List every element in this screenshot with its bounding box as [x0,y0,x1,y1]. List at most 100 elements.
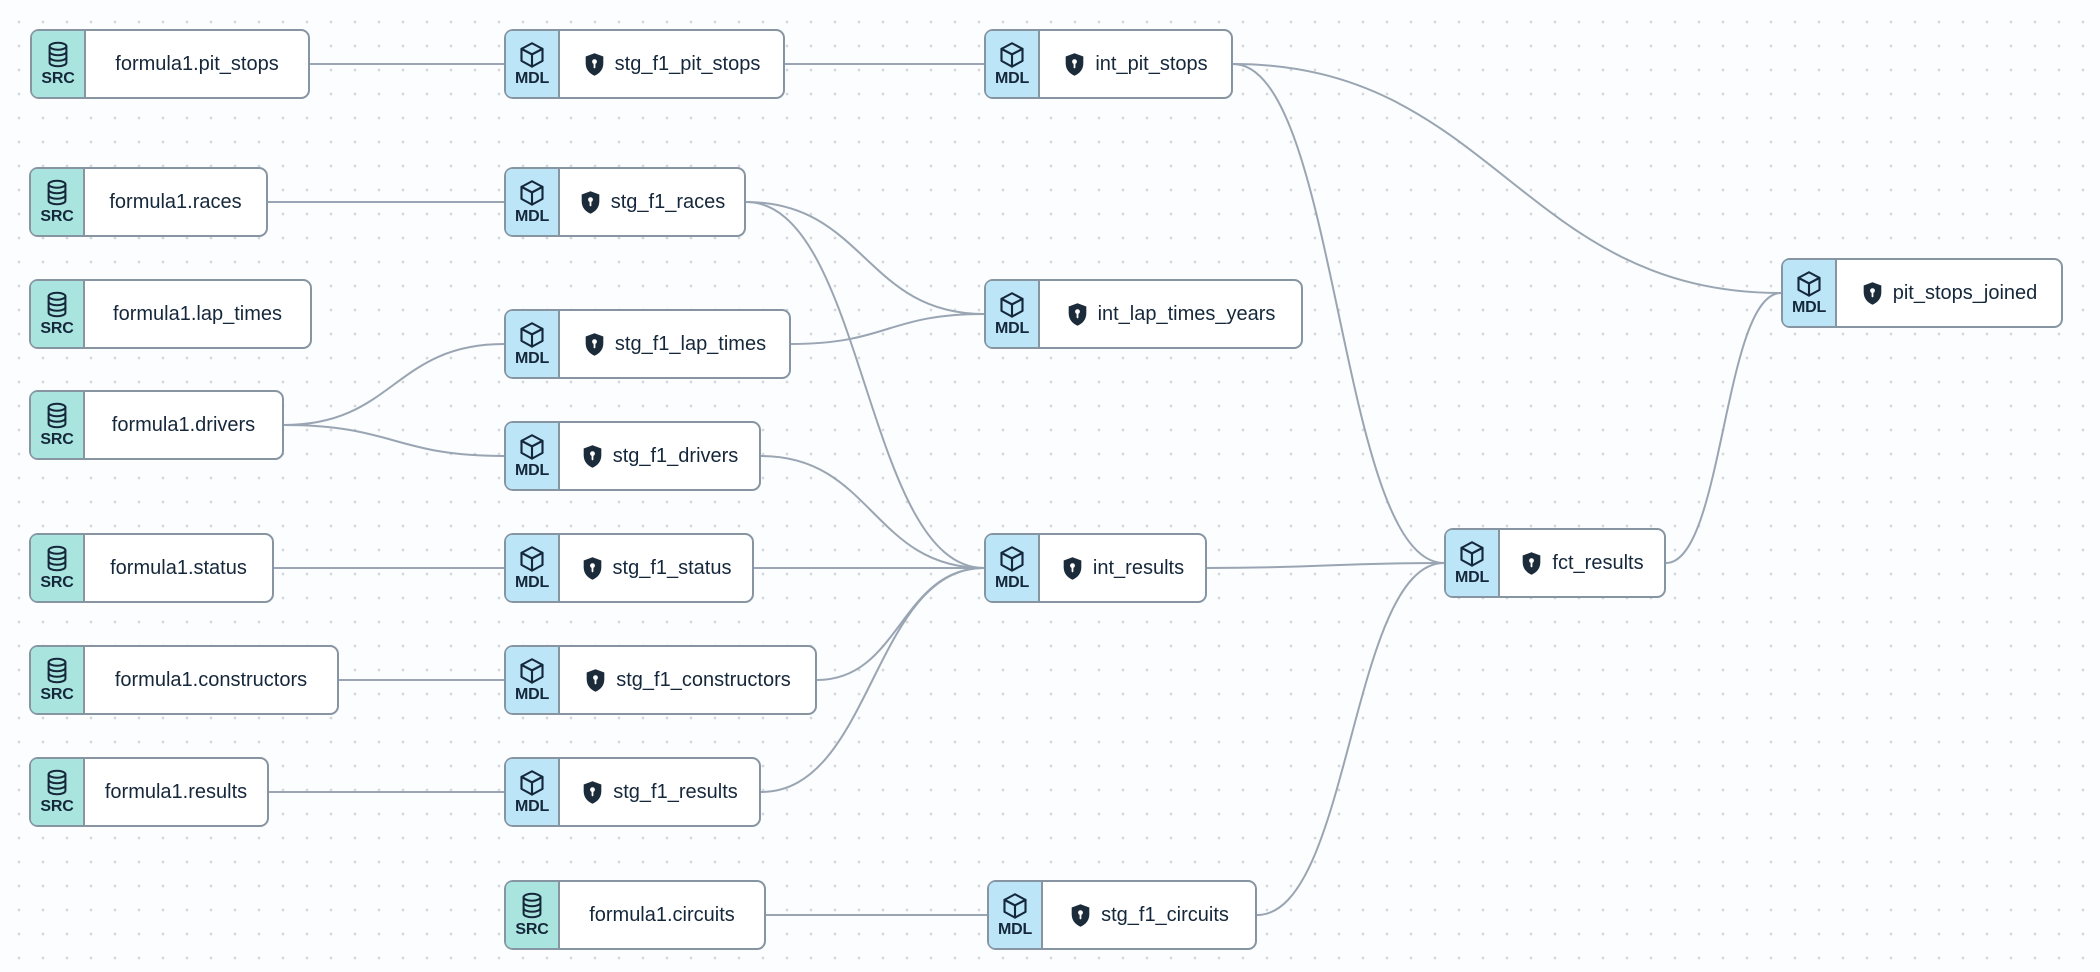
node-content: formula1.results [85,759,267,825]
node-label: formula1.constructors [114,668,308,691]
node-label: formula1.lap_times [113,302,282,325]
shield-lock-icon [581,556,604,581]
database-icon [43,768,71,798]
package-icon [517,656,547,686]
model-type-cell: MDL [1446,530,1500,596]
node-int_lap_times_years[interactable]: MDL int_lap_times_years [984,279,1303,349]
node-label: formula1.drivers [111,413,256,436]
package-icon [997,290,1027,320]
source-type-cell: SRC [31,759,85,825]
model-type-cell: MDL [506,311,560,377]
database-icon [43,290,71,320]
source-type-cell: SRC [31,281,85,347]
package-icon [997,544,1027,574]
node-label: formula1.status [110,556,247,579]
node-type-badge: MDL [514,797,550,815]
package-icon [517,432,547,462]
node-stg_f1_constructors[interactable]: MDL stg_f1_constructors [504,645,817,715]
node-content: stg_f1_circuits [1043,882,1255,948]
node-label: int_results [1092,556,1185,579]
node-int_results[interactable]: MDL int_results [984,533,1207,603]
node-formula1.races[interactable]: SRC formula1.races [29,167,268,237]
node-pit_stops_joined[interactable]: MDL pit_stops_joined [1781,258,2063,328]
node-formula1.lap_times[interactable]: SRC formula1.lap_times [29,279,312,349]
source-type-cell: SRC [506,882,560,948]
node-type-badge: MDL [514,207,550,225]
database-icon [43,401,71,431]
node-type-badge: MDL [1454,568,1490,586]
node-type-badge: SRC [40,430,74,448]
edge-int_results-to-fct_results [1206,562,1445,569]
edge-fct_results-to-pit_stops_joined [1665,292,1782,564]
node-type-badge: SRC [515,920,549,938]
shield-lock-icon [581,780,604,805]
node-content: stg_f1_status [560,535,752,601]
model-type-cell: MDL [986,535,1040,601]
node-content: int_lap_times_years [1040,281,1301,347]
model-type-cell: MDL [506,647,560,713]
node-type-badge: MDL [514,349,550,367]
node-content: stg_f1_lap_times [560,311,789,377]
node-formula1.constructors[interactable]: SRC formula1.constructors [29,645,339,715]
source-type-cell: SRC [31,647,85,713]
source-type-cell: SRC [31,535,85,601]
shield-lock-icon [1061,556,1084,581]
node-fct_results[interactable]: MDL fct_results [1444,528,1666,598]
edge-stg_races-to-int_lap_times_years [745,201,985,315]
shield-lock-icon [583,332,606,357]
node-label: stg_f1_constructors [616,668,791,691]
node-formula1.status[interactable]: SRC formula1.status [29,533,274,603]
database-icon [43,178,71,208]
node-content: stg_f1_drivers [560,423,759,489]
shield-lock-icon [581,444,604,469]
node-formula1.circuits[interactable]: SRC formula1.circuits [504,880,766,950]
node-content: pit_stops_joined [1837,260,2061,326]
node-label: stg_f1_status [612,556,732,579]
node-type-badge: SRC [40,207,74,225]
node-content: formula1.races [85,169,266,235]
node-label: int_pit_stops [1095,52,1208,75]
node-content: fct_results [1500,530,1664,596]
model-type-cell: MDL [506,759,560,825]
node-type-badge: SRC [40,573,74,591]
node-formula1.drivers[interactable]: SRC formula1.drivers [29,390,284,460]
node-label: stg_f1_pit_stops [614,52,761,75]
node-label: stg_f1_drivers [612,444,739,467]
node-label: formula1.results [104,780,248,803]
node-type-badge: MDL [994,69,1030,87]
model-type-cell: MDL [506,169,560,235]
node-stg_f1_lap_times[interactable]: MDL stg_f1_lap_times [504,309,791,379]
shield-lock-icon [1861,281,1884,306]
node-label: formula1.circuits [589,903,735,926]
package-icon [1794,269,1824,299]
edge-src_drivers-to-stg_drivers [283,424,505,457]
node-content: formula1.constructors [85,647,337,713]
node-int_pit_stops[interactable]: MDL int_pit_stops [984,29,1233,99]
node-content: int_results [1040,535,1205,601]
shield-lock-icon [1520,551,1543,576]
node-stg_f1_races[interactable]: MDL stg_f1_races [504,167,746,237]
node-content: stg_f1_races [560,169,744,235]
package-icon [517,320,547,350]
database-icon [43,544,71,574]
node-type-badge: MDL [994,319,1030,337]
edge-int_pit_stops-to-pit_stops_joined [1232,63,1782,294]
node-label: int_lap_times_years [1097,302,1276,325]
package-icon [997,40,1027,70]
edge-stg_lap_times-to-int_lap_times_years [790,313,985,345]
node-type-badge: MDL [1791,298,1827,316]
model-type-cell: MDL [989,882,1043,948]
node-content: stg_f1_pit_stops [560,31,783,97]
node-content: formula1.pit_stops [86,31,308,97]
node-content: formula1.drivers [85,392,282,458]
node-formula1.results[interactable]: SRC formula1.results [29,757,269,827]
shield-lock-icon [1066,302,1089,327]
